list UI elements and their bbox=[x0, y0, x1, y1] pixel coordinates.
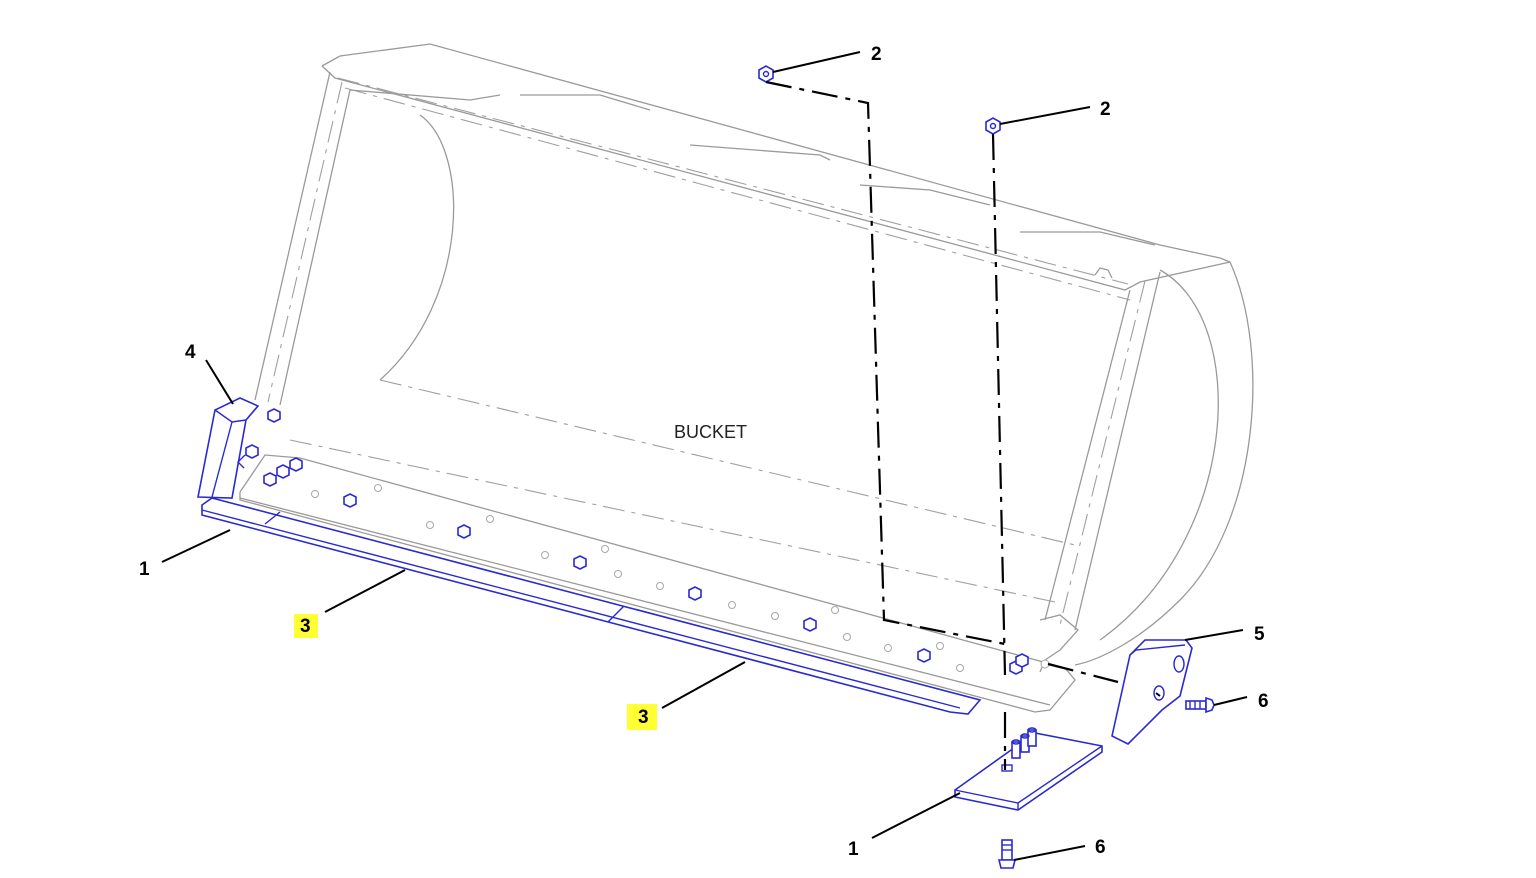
cutting-edge-segments bbox=[201, 497, 982, 715]
callout-5: 5 bbox=[1254, 624, 1265, 645]
callout-3a-highlight bbox=[294, 614, 318, 638]
callout-1b: 1 bbox=[848, 839, 859, 860]
callout-3b: 3 bbox=[638, 707, 649, 728]
callout-1a: 1 bbox=[139, 559, 150, 580]
bucket-bolts bbox=[245, 408, 1029, 675]
left-corner-guard bbox=[197, 397, 260, 499]
bucket-body bbox=[239, 43, 1254, 713]
callout-6b: 6 bbox=[1095, 837, 1106, 858]
callout-6a: 6 bbox=[1258, 691, 1269, 712]
right-side-guard bbox=[1111, 639, 1193, 745]
bolt-item-6a bbox=[1185, 696, 1215, 714]
leader-lines bbox=[161, 51, 1248, 861]
bucket-caption: BUCKET bbox=[674, 422, 747, 442]
callout-2b: 2 bbox=[1100, 99, 1111, 120]
wear-plate bbox=[954, 727, 1103, 811]
callout-3b-highlight bbox=[627, 704, 657, 730]
callout-4: 4 bbox=[185, 342, 196, 363]
nut-item-2b bbox=[985, 117, 1001, 135]
callout-2a: 2 bbox=[871, 44, 882, 65]
nut-item-2a bbox=[758, 65, 774, 83]
bolt-item-6b bbox=[997, 839, 1017, 869]
callout-3a: 3 bbox=[300, 616, 311, 637]
